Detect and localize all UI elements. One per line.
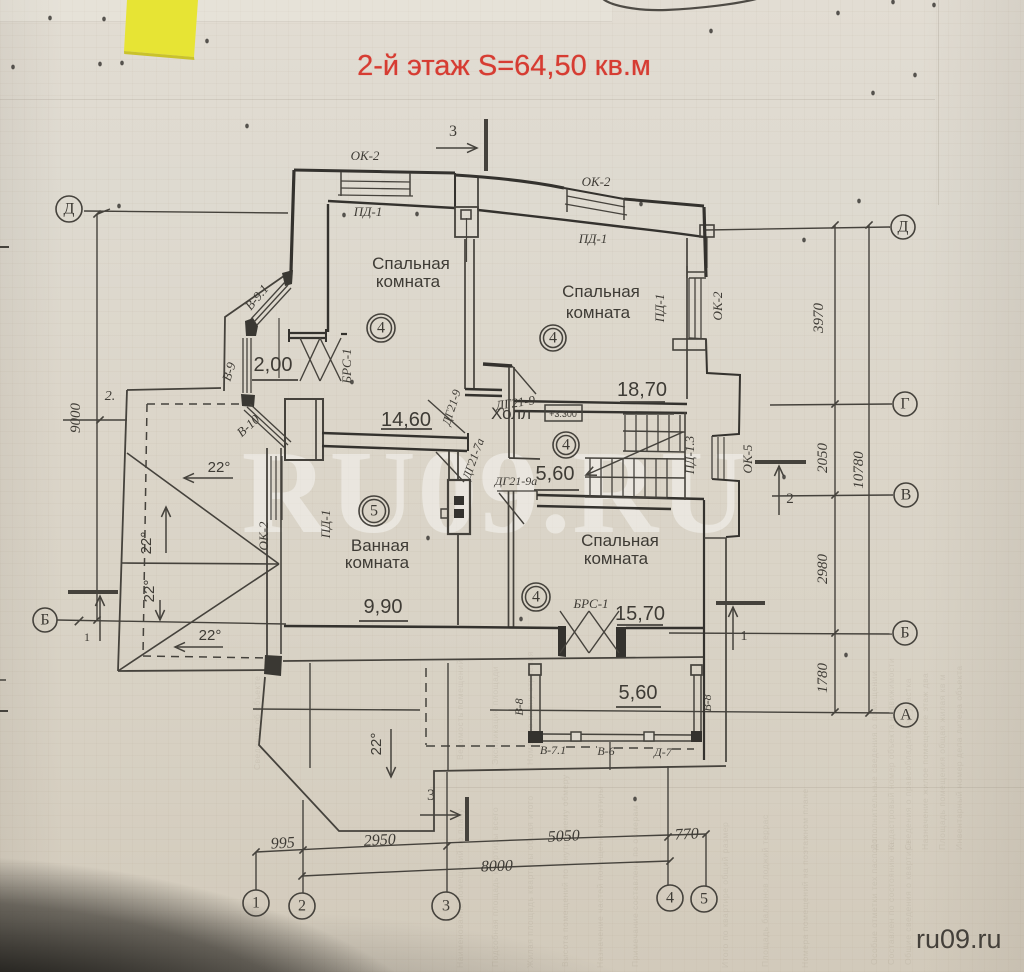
svg-text:8000: 8000 (481, 857, 514, 875)
svg-text:Д: Д (898, 219, 909, 236)
svg-text:1: 1 (84, 630, 90, 644)
svg-text:22°: 22° (138, 532, 155, 555)
svg-text:Холл: Холл (491, 404, 531, 423)
svg-text:5: 5 (700, 891, 708, 908)
svg-text:770: 770 (674, 825, 699, 843)
svg-text:2050: 2050 (815, 443, 831, 474)
svg-text:ОК-2: ОК-2 (351, 148, 380, 163)
svg-text:В-6: В-6 (597, 744, 614, 758)
svg-text:В-7.1: В-7.1 (540, 743, 566, 757)
svg-text:ОК-2: ОК-2 (256, 521, 271, 550)
svg-text:22°: 22° (208, 459, 231, 476)
svg-text:1: 1 (252, 895, 260, 912)
svg-text:ПД-1: ПД-1 (578, 231, 608, 246)
svg-text:ДГ21-7а: ДГ21-7а (459, 436, 487, 482)
svg-text:22°: 22° (141, 580, 158, 603)
svg-text:ОК-2: ОК-2 (582, 174, 611, 189)
svg-text:ПД-1: ПД-1 (652, 294, 667, 324)
svg-text:15,70: 15,70 (615, 603, 665, 625)
svg-text:10780: 10780 (851, 451, 867, 489)
svg-text:995: 995 (270, 834, 295, 852)
svg-text:комната: комната (566, 303, 631, 322)
svg-text:14,60: 14,60 (381, 409, 431, 431)
svg-text:комната: комната (345, 553, 410, 572)
svg-text:Д: Д (64, 201, 75, 218)
svg-text:3: 3 (427, 787, 435, 804)
svg-text:2: 2 (298, 898, 306, 915)
svg-text:ПД-1.3: ПД-1.3 (682, 435, 697, 475)
svg-text:5: 5 (370, 503, 378, 520)
svg-text:22°: 22° (199, 627, 222, 644)
svg-text:Спальная: Спальная (372, 254, 450, 273)
svg-text:3: 3 (442, 898, 450, 915)
svg-text:комната: комната (584, 549, 649, 568)
svg-text:В-8: В-8 (512, 698, 526, 715)
svg-text:9000: 9000 (68, 403, 84, 434)
svg-text:3: 3 (449, 123, 457, 140)
svg-text:В-9: В-9 (219, 360, 239, 383)
svg-text:1: 1 (741, 629, 748, 644)
svg-text:9,90: 9,90 (364, 596, 403, 618)
svg-text:4: 4 (532, 589, 540, 606)
svg-text:ПД-1: ПД-1 (353, 204, 383, 219)
svg-text:4: 4 (549, 330, 557, 347)
svg-text:В-8: В-8 (700, 694, 714, 711)
svg-text:ПД-1: ПД-1 (318, 510, 333, 540)
svg-text:Б: Б (40, 612, 49, 629)
svg-text:Г: Г (900, 396, 909, 413)
svg-text:Спальная: Спальная (562, 282, 640, 301)
svg-text:ДГ21-9: ДГ21-9 (439, 388, 464, 428)
svg-text:5050: 5050 (547, 827, 580, 846)
svg-text:А: А (900, 707, 912, 724)
svg-text:2980: 2980 (815, 554, 831, 585)
svg-text:22°: 22° (368, 733, 385, 756)
svg-text:Д-7: Д-7 (653, 745, 673, 759)
svg-text:Ванная: Ванная (351, 536, 409, 555)
svg-text:ОК-2: ОК-2 (710, 291, 725, 320)
svg-text:БРС-1: БРС-1 (572, 596, 608, 611)
svg-text:БРС-1: БРС-1 (339, 348, 354, 384)
svg-text:ДГ21-9: ДГ21-9 (493, 392, 537, 413)
svg-text:В: В (901, 487, 912, 504)
svg-text:1780: 1780 (815, 663, 831, 694)
svg-text:5,60: 5,60 (536, 463, 575, 485)
svg-text:4: 4 (666, 890, 674, 907)
svg-text:4: 4 (377, 320, 385, 337)
svg-text:18,70: 18,70 (617, 379, 667, 401)
svg-text:Спальная: Спальная (581, 531, 659, 550)
svg-text:В-10: В-10 (234, 411, 263, 439)
svg-text:2.: 2. (105, 389, 116, 404)
svg-text:ОК-5: ОК-5 (740, 444, 755, 473)
svg-text:5,60: 5,60 (619, 682, 658, 704)
svg-text:3970: 3970 (811, 303, 827, 335)
svg-text:комната: комната (376, 272, 441, 291)
svg-text:2950: 2950 (363, 831, 396, 850)
svg-text:2: 2 (786, 491, 794, 507)
svg-text:2,00: 2,00 (254, 354, 293, 376)
svg-text:Б: Б (900, 625, 909, 642)
svg-text:4: 4 (562, 437, 570, 454)
svg-text:ДГ21-9а: ДГ21-9а (494, 474, 537, 488)
svg-text:+3.300: +3.300 (549, 409, 577, 419)
